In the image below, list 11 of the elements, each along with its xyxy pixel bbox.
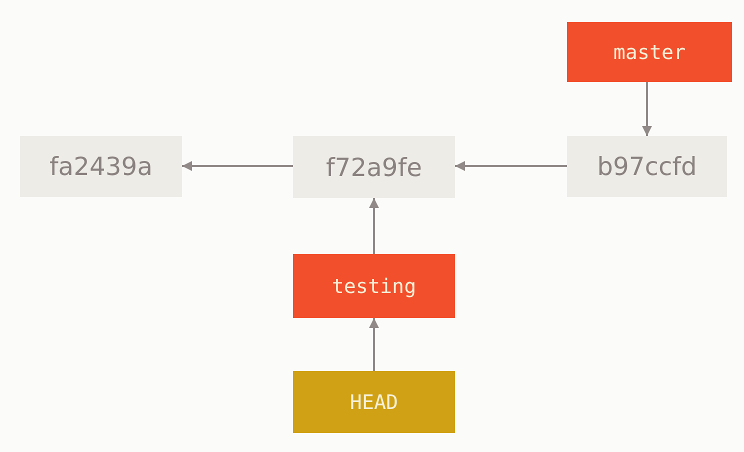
arrow [182, 161, 293, 171]
branch-label-box: testing [293, 254, 455, 318]
branch-label-box: master [567, 22, 732, 82]
commit-box: b97ccfd [567, 136, 727, 197]
arrow [642, 82, 652, 136]
arrow [369, 198, 379, 254]
arrow [455, 161, 567, 171]
commit-box: f72a9fe [293, 136, 455, 198]
commit-box: fa2439a [20, 136, 182, 197]
head-pointer-box: HEAD [293, 371, 455, 433]
arrow [369, 318, 379, 371]
